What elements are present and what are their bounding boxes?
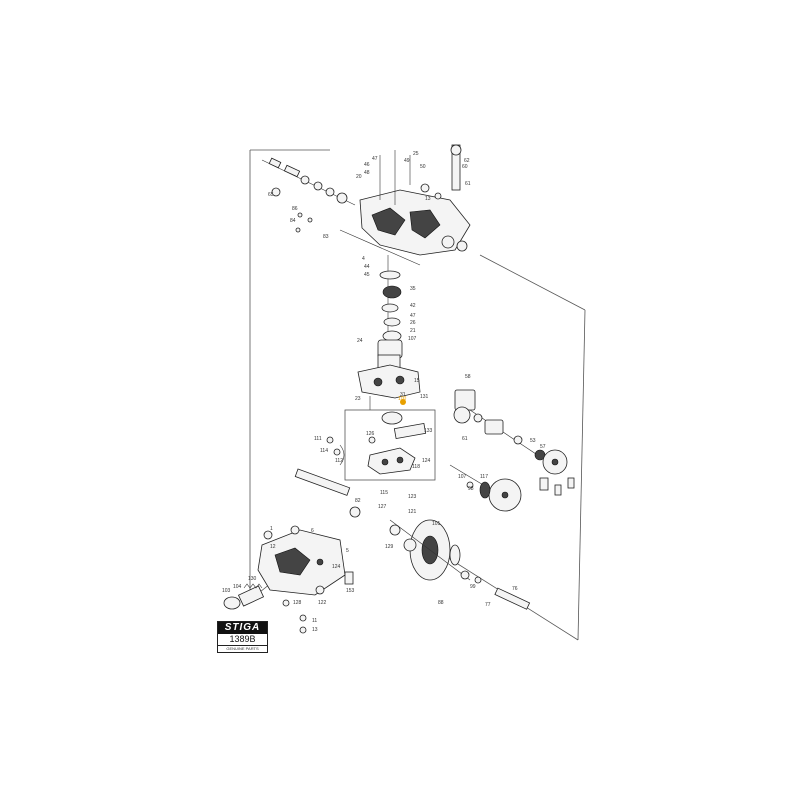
callout-label: 82 xyxy=(355,498,361,504)
callout-label: 107 xyxy=(458,474,467,480)
callout-label: 47 xyxy=(372,156,378,162)
pump-block xyxy=(357,364,421,410)
right-gear-assembly xyxy=(453,389,575,496)
callout-label: 126 xyxy=(366,431,375,437)
callout-label: 111 xyxy=(314,436,322,442)
callout-label: 118 xyxy=(412,464,420,470)
callout-label: 99 xyxy=(470,584,476,590)
callout-label: 49 xyxy=(404,158,410,164)
callout-label: 50 xyxy=(420,164,426,170)
callout-label: 107 xyxy=(408,336,417,342)
callout-label: 48 xyxy=(364,170,370,176)
callout-label: 44 xyxy=(364,264,370,270)
callout-label: 124 xyxy=(422,458,431,464)
callout-label: 15 xyxy=(414,378,420,384)
callout-label: 86 xyxy=(292,206,298,212)
callout-label: 103 xyxy=(222,588,231,594)
callout-label: 112 xyxy=(335,458,343,464)
callout-label: 65 xyxy=(268,192,274,198)
callout-label: 122 xyxy=(318,600,327,606)
callout-labels: 65 47 46 48 25 20 49 50 62 60 61 86 84 8… xyxy=(222,151,546,633)
axle-shaft xyxy=(294,468,361,518)
callout-label: 58 xyxy=(465,374,471,380)
highlighted-callout: 100 xyxy=(398,396,407,402)
callout-label: 130 xyxy=(248,576,257,582)
callout-label: 45 xyxy=(364,272,370,278)
callout-label: 13 xyxy=(425,196,431,202)
callout-label: 88 xyxy=(438,600,444,606)
callout-label: 46 xyxy=(364,162,370,168)
callout-label: 62 xyxy=(464,158,470,164)
bottom-left-housing xyxy=(257,525,346,596)
callout-label: 11 xyxy=(312,618,317,624)
callout-label: 117 xyxy=(480,474,488,480)
top-housing xyxy=(339,189,471,266)
callout-label: 104 xyxy=(233,584,242,590)
callout-label: 83 xyxy=(323,234,329,240)
callout-label: 60 xyxy=(462,164,468,170)
bottom-drum-gear xyxy=(389,519,531,610)
callout-label: 47 xyxy=(410,313,416,319)
callout-label: 26 xyxy=(410,320,416,326)
callout-label: 61 xyxy=(462,436,468,442)
callout-label: 24 xyxy=(357,338,363,344)
callout-label: 6 xyxy=(311,528,314,534)
right-large-gear xyxy=(449,464,522,512)
callout-label: 84 xyxy=(290,218,296,224)
callout-label: 1 xyxy=(270,526,273,532)
top-left-shaft xyxy=(261,157,356,233)
callout-label: 35 xyxy=(410,286,416,292)
callout-label: 98 xyxy=(468,486,474,492)
top-rods xyxy=(379,144,462,205)
middle-stack xyxy=(377,255,403,370)
callout-label: 61 xyxy=(465,181,471,187)
callout-label: 123 xyxy=(408,494,417,500)
callout-label: 129 xyxy=(385,544,394,550)
callout-label: 131 xyxy=(420,394,429,400)
callout-label: 31 xyxy=(400,392,406,398)
callout-label: 25 xyxy=(413,151,419,157)
callout-label: 42 xyxy=(410,303,416,309)
callout-label: 13 xyxy=(312,627,318,633)
callout-label: 53 xyxy=(530,438,536,444)
callout-label: 5 xyxy=(346,548,349,554)
callout-label: 101 xyxy=(432,521,441,527)
callout-label: 12 xyxy=(270,544,276,550)
callout-label: 57 xyxy=(540,444,546,450)
callout-label: 127 xyxy=(378,504,387,510)
stiga-logo: STIGA 1389B GENUINE PARTS xyxy=(217,621,268,653)
callout-label: 115 xyxy=(380,490,388,496)
inset-left-parts xyxy=(326,436,345,466)
callout-label: 4 xyxy=(362,256,365,262)
filter-spring xyxy=(223,571,354,634)
callout-label: 128 xyxy=(293,600,302,606)
inset-box xyxy=(344,399,436,481)
callout-label: 20 xyxy=(356,174,362,180)
callout-label: 77 xyxy=(485,602,491,608)
callout-label: 23 xyxy=(355,396,361,402)
diagram-code: 1389B xyxy=(229,634,256,644)
callout-label: 21 xyxy=(410,328,416,334)
callout-label: 133 xyxy=(424,428,433,434)
callout-label: 76 xyxy=(512,586,518,592)
callout-label: 153 xyxy=(346,588,355,594)
callout-label: 121 xyxy=(408,509,417,515)
logo-brand: STIGA xyxy=(218,622,267,634)
callout-label: 114 xyxy=(320,448,328,454)
logo-subtitle: GENUINE PARTS xyxy=(218,645,267,652)
callout-label: 124 xyxy=(332,564,341,570)
